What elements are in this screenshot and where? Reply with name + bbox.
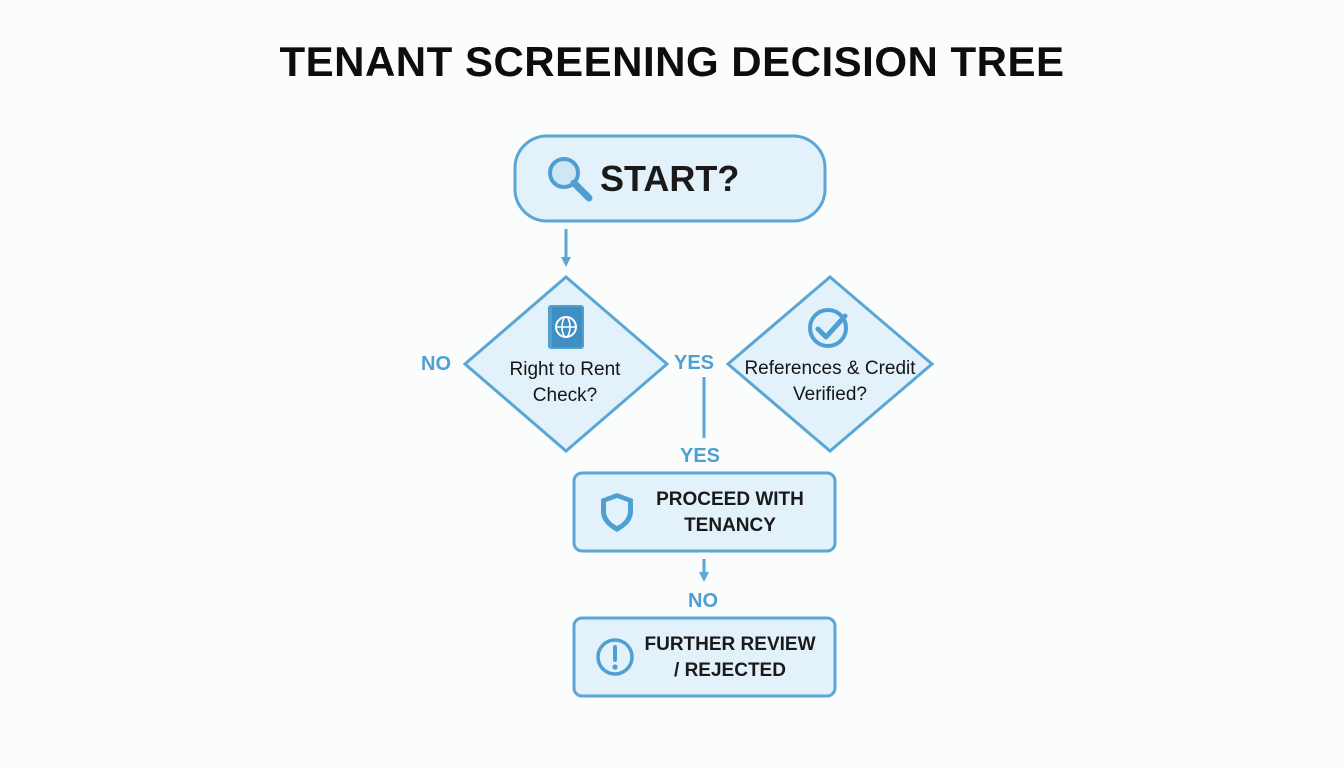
- diagram-title: TENANT SCREENING DECISION TREE: [279, 38, 1065, 85]
- references-credit-label: References & Credit Verified?: [730, 356, 930, 408]
- right-to-rent-label-line1: Right to Rent: [509, 359, 621, 380]
- references-credit-label-line2: Verified?: [793, 384, 867, 405]
- right-to-rent-label: Right to Rent Check?: [486, 357, 644, 409]
- alert-circle-icon: [596, 638, 634, 676]
- edge-label-yes-between: YES: [674, 352, 715, 374]
- review-label-line2: / REJECTED: [674, 660, 786, 681]
- proceed-label-line2: TENANCY: [684, 515, 776, 536]
- right-to-rent-decision[interactable]: [462, 275, 670, 453]
- right-to-rent-label-line2: Check?: [532, 385, 598, 406]
- shield-icon: [601, 493, 633, 532]
- edge-label-yes-to-proceed: YES: [680, 445, 721, 467]
- proceed-label-line1: PROCEED WITH: [656, 489, 804, 510]
- check-circle-icon: [808, 308, 848, 348]
- proceed-label: PROCEED WITH TENANCY: [640, 487, 820, 539]
- edge-label-no-to-review: NO: [688, 590, 718, 612]
- start-node[interactable]: [513, 134, 827, 223]
- references-credit-decision[interactable]: [725, 275, 935, 453]
- review-label: FURTHER REVIEW / REJECTED: [635, 632, 825, 684]
- review-label-line1: FURTHER REVIEW: [644, 634, 816, 655]
- start-label: START?: [600, 158, 740, 199]
- passport-globe-icon: [548, 305, 584, 349]
- proceed-node[interactable]: [572, 471, 837, 553]
- magnifier-icon: [548, 157, 593, 202]
- references-credit-label-line1: References & Credit: [744, 358, 916, 379]
- edge-label-no-left: NO: [421, 353, 451, 375]
- review-node[interactable]: [572, 616, 837, 698]
